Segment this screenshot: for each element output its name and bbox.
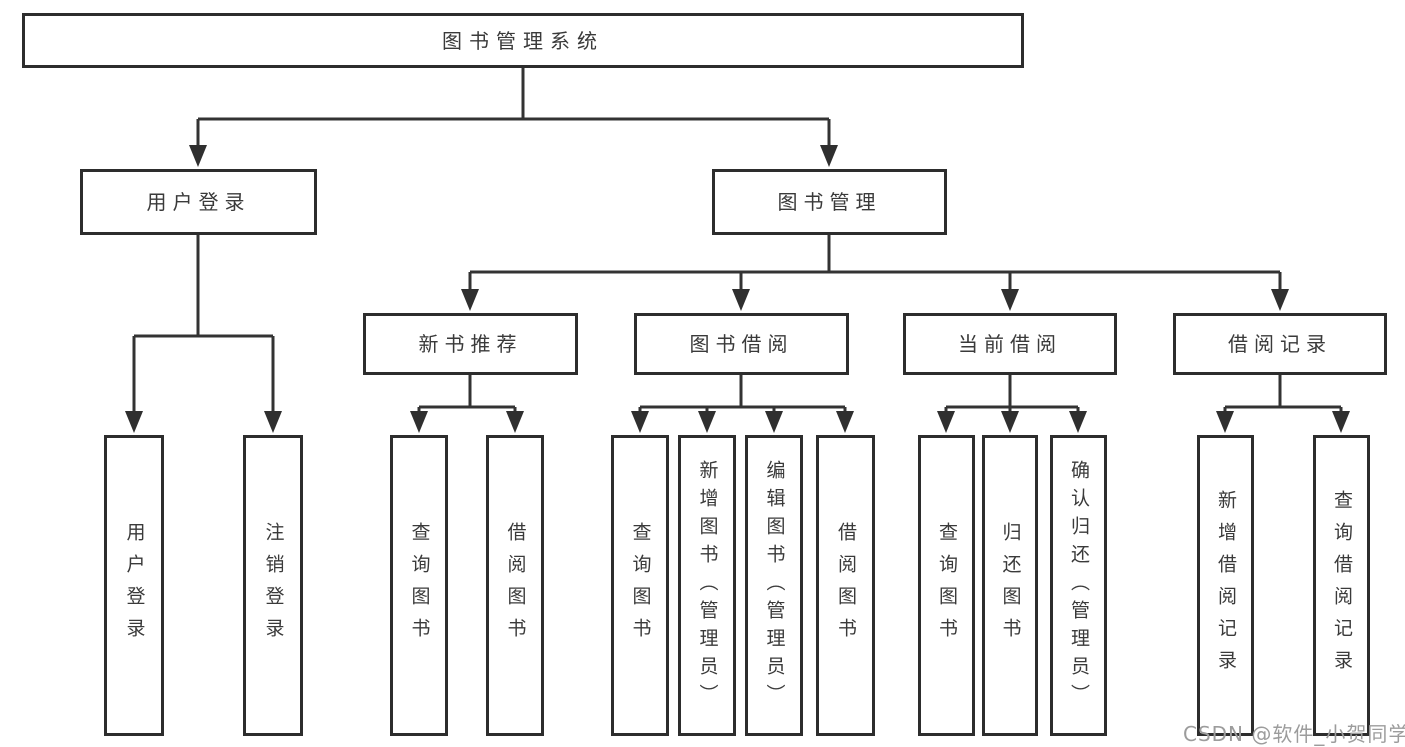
arrow-to-return-book [1001, 411, 1019, 433]
node-new-book-recommend: 新书推荐 [363, 313, 578, 375]
arrow-to-current-borrowing [1001, 289, 1019, 311]
arrow-to-edit-book-admin [765, 411, 783, 433]
arrow-to-query-books-borrowing [631, 411, 649, 433]
arrow-to-user-login-leaf [125, 411, 143, 433]
node-book-management-label: 图书管理 [777, 190, 882, 214]
arrow-to-user-login-branch [189, 145, 207, 167]
arrow-to-query-books-recommend [410, 411, 428, 433]
node-borrowing-records-label: 借阅记录 [1228, 332, 1332, 356]
arrow-to-borrowing-records [1271, 289, 1289, 311]
node-user-login-branch-label: 用户登录 [146, 190, 251, 214]
arrow-to-query-books-current [937, 411, 955, 433]
arrow-to-add-book-admin [698, 411, 716, 433]
arrow-to-book-management [820, 145, 838, 167]
node-return-book: 归还图书 [982, 435, 1038, 736]
node-library-management-system: 图书管理系统 [22, 13, 1024, 68]
csdn-watermark: CSDN @软件_小贺同学 [1183, 722, 1405, 746]
node-logout-leaf-label: 注销登录 [262, 521, 285, 650]
node-confirm-return-admin: 确认归还（管理员） [1050, 435, 1107, 736]
arrow-to-book-borrowing [732, 289, 750, 311]
node-query-books-current-label: 查询图书 [936, 521, 958, 650]
node-library-management-system-label: 图书管理系统 [442, 28, 604, 53]
node-add-borrow-record: 新增借阅记录 [1197, 435, 1254, 736]
node-borrowing-records: 借阅记录 [1173, 313, 1387, 375]
node-query-books-current: 查询图书 [918, 435, 975, 736]
node-borrow-books-recommend-label: 借阅图书 [504, 521, 527, 650]
arrow-to-borrow-books-recommend [506, 411, 524, 433]
node-edit-book-admin-label: 编辑图书（管理员） [763, 459, 786, 712]
arrow-to-new-book-recommend [461, 289, 479, 311]
node-query-books-borrowing-label: 查询图书 [629, 521, 652, 650]
node-add-book-admin-label: 新增图书（管理员） [696, 459, 719, 712]
node-edit-book-admin: 编辑图书（管理员） [745, 435, 803, 736]
arrow-to-query-borrow-record [1332, 411, 1350, 433]
node-return-book-label: 归还图书 [999, 521, 1022, 650]
node-current-borrowing-label: 当前借阅 [958, 332, 1062, 356]
node-user-login-branch: 用户登录 [80, 169, 317, 235]
node-borrow-books-borrowing-label: 借阅图书 [835, 521, 857, 650]
node-confirm-return-admin-label: 确认归还（管理员） [1068, 459, 1090, 712]
node-logout-leaf: 注销登录 [243, 435, 303, 736]
node-book-borrowing-label: 图书借阅 [689, 332, 794, 356]
arrow-to-confirm-return-admin [1069, 411, 1087, 433]
node-user-login-leaf: 用户登录 [104, 435, 164, 736]
node-query-books-borrowing: 查询图书 [611, 435, 669, 736]
node-current-borrowing: 当前借阅 [903, 313, 1117, 375]
node-user-login-leaf-label: 用户登录 [123, 521, 146, 650]
node-book-management: 图书管理 [712, 169, 947, 235]
node-book-borrowing: 图书借阅 [634, 313, 849, 375]
arrow-to-logout-leaf [264, 411, 282, 433]
node-new-book-recommend-label: 新书推荐 [418, 332, 523, 356]
arrow-to-borrow-books-borrowing [836, 411, 854, 433]
node-query-books-recommend: 查询图书 [390, 435, 448, 736]
node-query-borrow-record: 查询借阅记录 [1313, 435, 1370, 736]
node-add-book-admin: 新增图书（管理员） [678, 435, 736, 736]
node-add-borrow-record-label: 新增借阅记录 [1215, 489, 1237, 682]
node-query-books-recommend-label: 查询图书 [408, 521, 431, 650]
node-query-borrow-record-label: 查询借阅记录 [1331, 489, 1353, 682]
node-borrow-books-borrowing: 借阅图书 [816, 435, 875, 736]
arrow-to-add-borrow-record [1216, 411, 1234, 433]
node-borrow-books-recommend: 借阅图书 [486, 435, 544, 736]
